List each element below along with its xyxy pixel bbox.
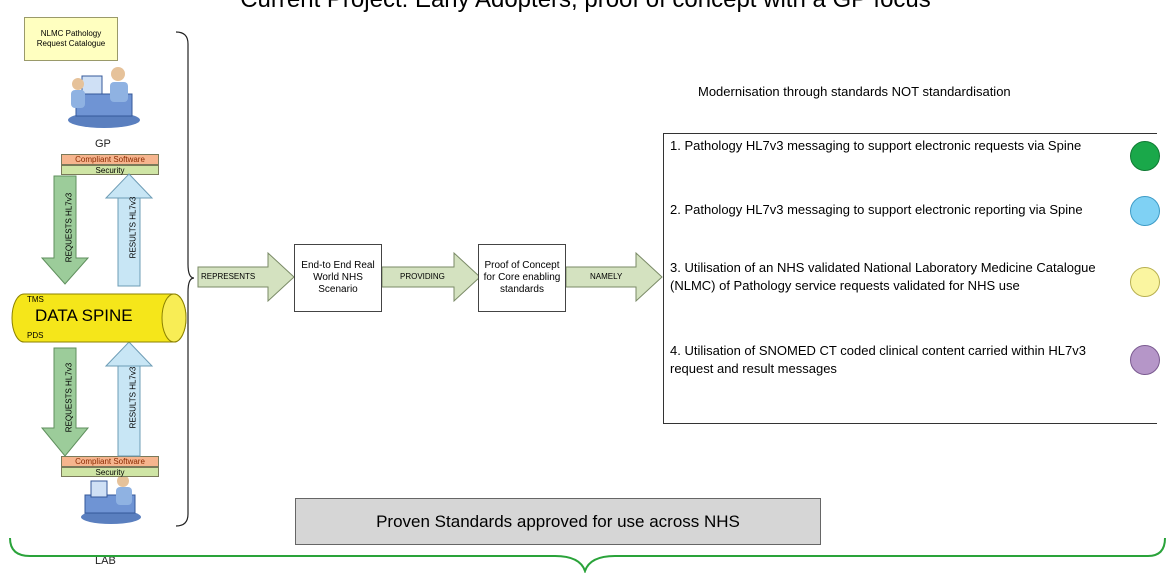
spine-tms-label: TMS (27, 295, 44, 304)
proven-standards-text: Proven Standards approved for use across… (376, 511, 740, 531)
standards-panel (663, 133, 1157, 424)
standard-dot-1 (1130, 141, 1160, 171)
gp-compliant-software-band: Compliant Software (61, 154, 159, 165)
bottom-green-brace (9, 537, 1166, 573)
spine-pds-label: PDS (27, 331, 44, 340)
results-label-top: RESULTS HL7v3 (128, 196, 138, 259)
standard-item-1: 1. Pathology HL7v3 messaging to support … (670, 138, 1082, 153)
standard-dot-2 (1130, 196, 1160, 226)
catalogue-folder-label: NLMC Pathology Request Catalogue (36, 29, 106, 48)
diagram-title: Current Project: Early Adopters, proof o… (0, 0, 1171, 14)
gp-workstation-icon (68, 67, 140, 128)
left-brace (175, 31, 195, 527)
proof-of-concept-text: Proof of Concept for Core enabling stand… (483, 260, 561, 295)
standard-item-4: 4. Utilisation of SNOMED CT coded clinic… (670, 343, 1086, 376)
providing-label: PROVIDING (400, 272, 445, 281)
standard-dot-3 (1130, 267, 1160, 297)
flow-arrows (197, 251, 663, 303)
namely-arrow (565, 251, 663, 303)
requests-arrow-bottom (40, 347, 90, 457)
gp-label: GP (95, 138, 111, 150)
standard-item-3: 3. Utilisation of an NHS validated Natio… (670, 260, 1096, 293)
vertical-arrows (40, 173, 154, 457)
gp-security-band: Security (61, 165, 159, 175)
requests-label-bottom: REQUESTS HL7v3 (64, 362, 74, 433)
results-arrow-top (104, 173, 154, 199)
results-arrow-bottom-shaft (117, 365, 141, 457)
requests-label-top: REQUESTS HL7v3 (64, 192, 74, 263)
catalogue-folder: NLMC Pathology Request Catalogue (24, 17, 118, 61)
namely-label: NAMELY (590, 272, 623, 281)
scenario-box: End-to End Real World NHS Scenario (294, 244, 382, 312)
requests-arrow-top (40, 175, 90, 285)
lab-compliant-software-band: Compliant Software (61, 456, 159, 467)
represents-arrow (197, 251, 295, 303)
standard-dot-4 (1130, 345, 1160, 375)
results-label-bottom: RESULTS HL7v3 (128, 366, 138, 429)
data-spine-cylinder (11, 293, 187, 343)
proof-of-concept-box: Proof of Concept for Core enabling stand… (478, 244, 566, 312)
represents-label: REPRESENTS (201, 272, 256, 281)
lab-workstation-icon (81, 475, 141, 524)
lab-label: LAB (95, 555, 116, 567)
lab-security-band: Security (61, 467, 159, 477)
tagline: Modernisation through standards NOT stan… (698, 84, 1011, 99)
proven-standards-box: Proven Standards approved for use across… (295, 498, 821, 545)
scenario-box-text: End-to End Real World NHS Scenario (301, 260, 375, 295)
results-arrow-top-shaft (117, 197, 141, 287)
standard-item-2: 2. Pathology HL7v3 messaging to support … (670, 202, 1083, 217)
providing-arrow (381, 251, 481, 303)
spine-label: DATA SPINE (35, 306, 133, 325)
